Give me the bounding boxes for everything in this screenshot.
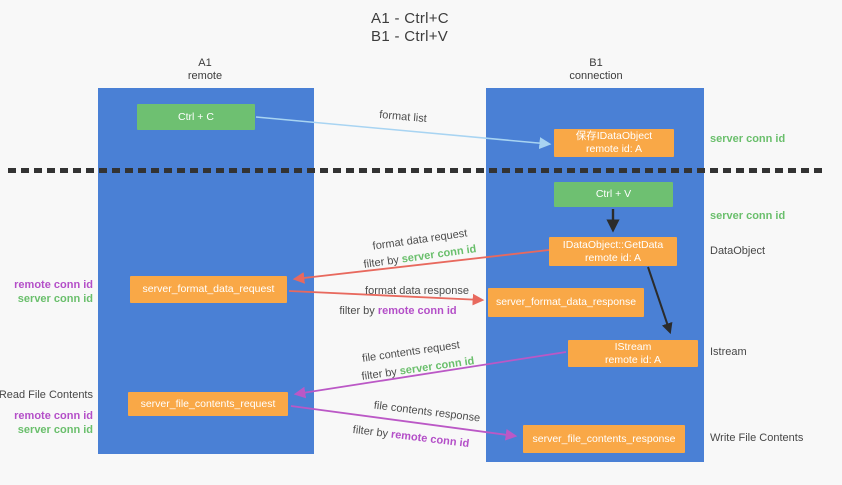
filter-by-text: filter by: [339, 305, 375, 317]
remote-conn-id-text: remote conn id: [377, 305, 457, 317]
ctrl-c-label: Ctrl + C: [178, 110, 214, 123]
format-list-label: format list: [378, 108, 428, 126]
format-request-label: server_format_data_request: [142, 283, 275, 295]
save-dataobject-node: 保存IDataObject remote id: A: [554, 129, 674, 157]
remote-conn-id-label-left-2: remote conn id: [14, 410, 93, 422]
server-conn-id-label-left-1: server conn id: [17, 292, 93, 305]
column-b1-subtitle: connection: [569, 70, 623, 82]
getdata-line2: remote id: A: [584, 251, 642, 264]
istream-node: IStream remote id: A: [568, 340, 698, 367]
title-line-2: B1 - Ctrl+V: [371, 28, 449, 45]
server-conn-id-label-top-right: server conn id: [710, 133, 786, 145]
column-a1-name: A1: [198, 57, 212, 69]
save-dataobject-line2: remote id: A: [585, 143, 643, 155]
istream-line2: remote id: A: [604, 353, 662, 366]
format-response-label: server_format_data_response: [495, 296, 637, 308]
column-a1-subtitle: remote: [187, 70, 223, 82]
file-response-label: server_file_contents_response: [532, 432, 676, 445]
format-request-node: server_format_data_request: [130, 276, 287, 303]
read-file-contents-group: Read File Contents remote conn id server…: [0, 389, 93, 437]
column-b1-name: B1: [589, 57, 603, 69]
column-header-a1: A1 remote: [188, 57, 222, 83]
file-request-label: server_file_contents_request: [140, 397, 276, 410]
column-header-b1: B1 connection: [569, 57, 622, 83]
file-contents-response-label: file contents response: [373, 399, 481, 425]
server-conn-id-text: server conn id: [398, 355, 476, 378]
format-request-conn-ids-group: remote conn id server conn id: [14, 279, 93, 306]
ctrl-c-node: Ctrl + C: [137, 104, 255, 130]
istream-side-label: Istream: [710, 346, 747, 358]
filter-by-text: filter by: [352, 423, 389, 441]
read-file-contents-label: Read File Contents: [0, 389, 93, 401]
remote-conn-id-text: remote conn id: [390, 428, 470, 451]
ctrl-v-node: Ctrl + V: [554, 182, 673, 207]
filter-by-text: filter by: [362, 254, 400, 271]
write-file-contents-label: Write File Contents: [710, 432, 804, 444]
getdata-line1: IDataObject::GetData: [562, 238, 664, 251]
file-response-node: server_file_contents_response: [523, 425, 685, 453]
getdata-node: IDataObject::GetData remote id: A: [549, 237, 677, 266]
istream-line1: IStream: [614, 340, 652, 353]
server-conn-id-label-left-2: server conn id: [17, 423, 93, 436]
file-request-node: server_file_contents_request: [128, 392, 288, 416]
ctrl-v-label: Ctrl + V: [595, 188, 632, 200]
filter-by-text: filter by: [360, 366, 398, 383]
remote-conn-id-label-left-1: remote conn id: [14, 279, 93, 291]
diagram-title: A1 - Ctrl+C B1 - Ctrl+V: [371, 10, 449, 46]
phase-separator-dotted-line: [8, 168, 822, 173]
dataobject-label: DataObject: [710, 245, 766, 257]
format-data-response-label: format data response: [365, 285, 469, 297]
server-conn-id-label-mid-right: server conn id: [710, 210, 786, 222]
title-line-1: A1 - Ctrl+C: [371, 10, 449, 27]
format-response-node: server_format_data_response: [488, 288, 644, 317]
save-dataobject-line1: 保存IDataObject: [575, 130, 653, 142]
